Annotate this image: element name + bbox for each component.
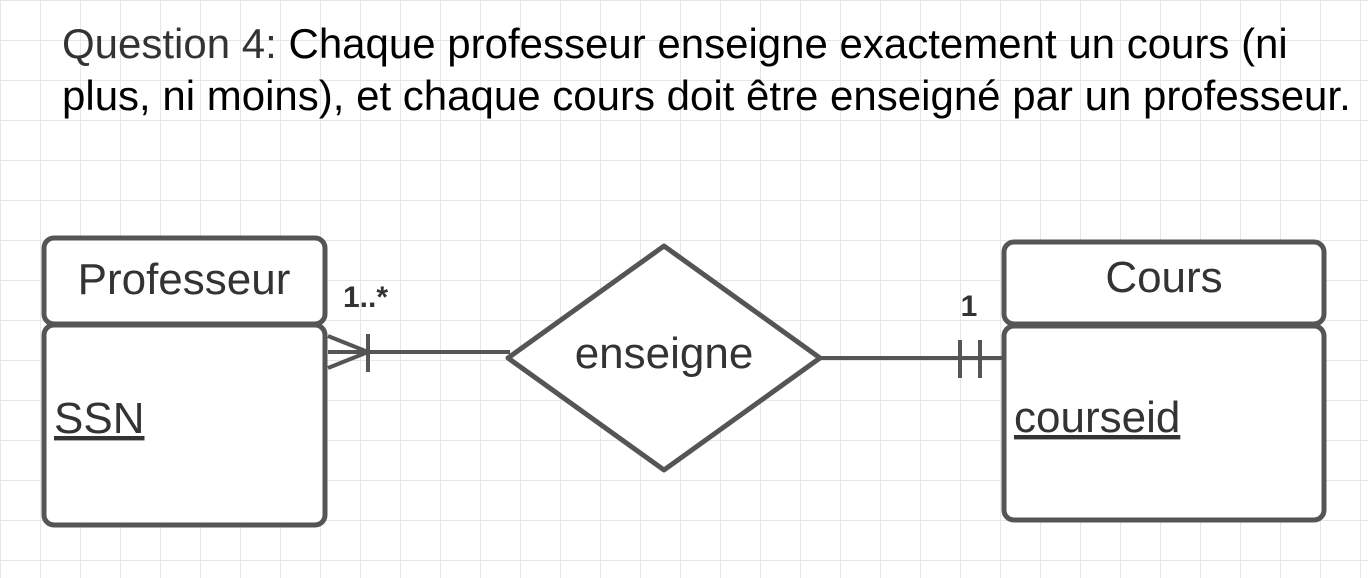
cours-cardinality: 1 <box>961 290 978 323</box>
question-body: Chaque professeur enseigne exactement un… <box>62 20 1351 119</box>
crow-foot-lower-prong <box>327 350 369 370</box>
relationship-name: enseigne <box>575 329 754 378</box>
enseigne-relationship-diamond[interactable] <box>505 243 823 473</box>
professeur-body-box[interactable] <box>41 322 328 528</box>
professeur-entity-name: Professeur <box>78 255 291 304</box>
question-label: Question 4: <box>62 20 277 67</box>
crow-foot-upper-prong <box>327 334 369 354</box>
question-text: Question 4: Chaque professeur enseigne e… <box>62 18 1352 122</box>
professeur-cardinality: 1..* <box>343 281 388 314</box>
professeur-key-attribute: SSN <box>54 394 144 443</box>
cours-entity-name: Cours <box>1105 253 1222 302</box>
cours-body-box[interactable] <box>1001 323 1327 523</box>
cours-key-attribute: courseid <box>1014 393 1180 442</box>
